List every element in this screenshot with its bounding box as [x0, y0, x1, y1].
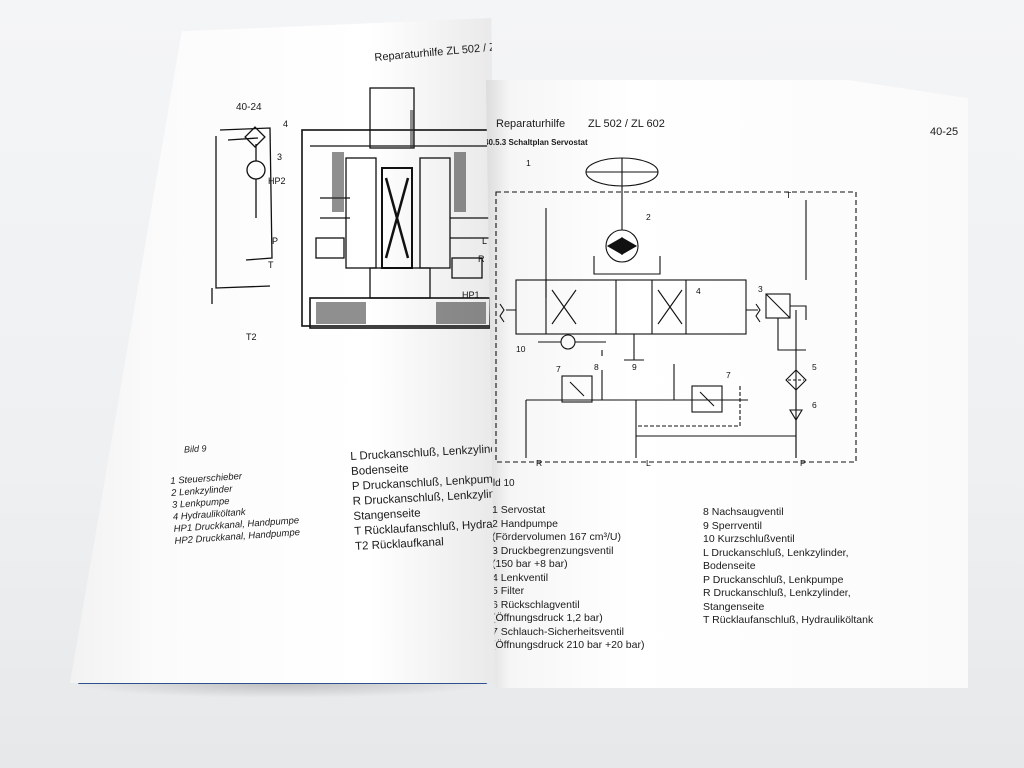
schematic-label-6: 6	[812, 400, 817, 410]
legend-line: 2 Handpumpe	[492, 517, 558, 530]
schematic-label-4: 4	[696, 286, 701, 296]
schematic-label-2: 2	[646, 212, 651, 222]
label-l: L	[482, 236, 487, 246]
right-legend-components: 1 Servostat 2 Handpumpe (Fördervolumen 1…	[492, 504, 644, 653]
label-t: T	[268, 260, 274, 270]
label-hp1: HP1	[462, 290, 480, 300]
schematic-label-r: R	[536, 458, 542, 468]
right-page-model: ZL 502 / ZL 602	[588, 118, 665, 130]
legend-line: 4 Lenkventil	[492, 571, 549, 584]
label-3: 3	[277, 152, 282, 162]
label-t2: T2	[246, 332, 257, 342]
legend-line: Stangenseite	[703, 600, 765, 613]
right-figure-caption: Bild 10	[486, 478, 515, 489]
left-page: Reparaturhilfe ZL 502 / Z 40-24	[70, 18, 500, 683]
schematic-label-10: 10	[516, 344, 526, 354]
legend-line: (Öffnungsdruck 1,2 bar)	[492, 612, 603, 624]
section-title: 40.5.3 Schaltplan Servostat	[486, 138, 588, 147]
legend-line: 10 Kurzschlußventil	[703, 533, 795, 545]
schematic-label-t: T	[786, 190, 791, 200]
legend-line: 8 Nachsaugventil	[703, 506, 784, 518]
hydraulic-schematic: 1 2 3 4 5 6 7 7 8 9 10 T R L P	[495, 157, 857, 468]
label-4: 4	[283, 119, 288, 129]
schematic-label-7b: 7	[726, 370, 731, 380]
legend-line: L Druckanschluß, Lenkzylinder,	[703, 546, 849, 559]
label-hp2: HP2	[268, 176, 286, 186]
schematic-label-8: 8	[594, 362, 599, 372]
legend-line: 3 Druckbegrenzungsventil	[492, 544, 614, 557]
legend-line: 9 Sperrventil	[703, 519, 762, 532]
legend-line: (Öffnungsdruck 210 bar +20 bar)	[492, 639, 645, 651]
valve-cross-section-drawing: 4 3 HP2 P T T2 HP1 L R	[211, 87, 499, 342]
left-legend-ports: L Druckanschluß, Lenkzylind Bodenseite P…	[350, 442, 500, 555]
legend-line: 7 Schlauch-Sicherheitsventil	[492, 625, 624, 638]
legend-line: R Druckanschluß, Lenkzylinder,	[703, 587, 851, 599]
schematic-label-1: 1	[526, 158, 531, 168]
left-legend-components: 1 Steuerschieber 2 Lenkzylinder 3 Lenkpu…	[170, 467, 300, 548]
schematic-label-l: L	[646, 458, 651, 468]
schematic-label-7a: 7	[556, 364, 561, 374]
legend-line: (150 bar +8 bar)	[492, 558, 568, 570]
left-figure-caption: Bild 9	[183, 443, 207, 455]
legend-line: 6 Rückschlagventil	[492, 598, 580, 611]
left-page-number: 40-24	[236, 102, 262, 113]
schematic-label-5: 5	[812, 362, 817, 372]
schematic-label-3: 3	[758, 284, 763, 294]
schematic-label-9: 9	[632, 362, 637, 372]
label-r: R	[478, 254, 485, 264]
legend-line: P Druckanschluß, Lenkpumpe	[703, 573, 844, 586]
right-page: Reparaturhilfe ZL 502 / ZL 602 40-25 40.…	[486, 80, 968, 688]
right-page-header: Reparaturhilfe	[496, 118, 566, 130]
label-p: P	[272, 236, 278, 246]
legend-line: 5 Filter	[492, 585, 525, 597]
right-legend-ports: 8 Nachsaugventil 9 Sperrventil 10 Kurzsc…	[703, 506, 873, 628]
legend-line: 1 Servostat	[492, 504, 546, 516]
legend-line: T Rücklaufanschluß, Hydrauliköltank	[703, 614, 874, 626]
right-page-number: 40-25	[930, 126, 959, 138]
legend-line: (Fördervolumen 167 cm³/U)	[492, 531, 621, 543]
schematic-label-p: P	[800, 458, 806, 468]
legend-line: Bodenseite	[703, 560, 756, 572]
